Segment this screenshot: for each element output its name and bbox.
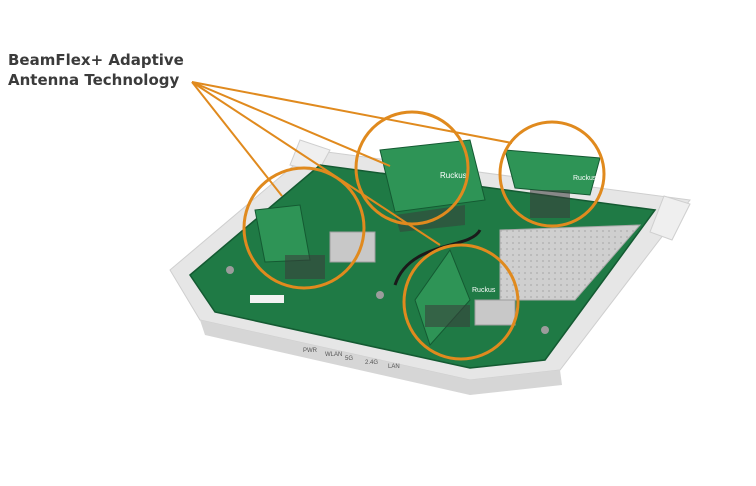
led-label: 2.4G — [365, 360, 378, 366]
leader-line — [191, 81, 283, 197]
leader-line — [191, 81, 513, 144]
rf-shield-chip — [474, 299, 516, 326]
leader-line — [191, 81, 441, 246]
led-label: LAN — [388, 364, 400, 370]
leader-line — [191, 81, 391, 167]
serial-label — [250, 295, 284, 303]
rf-shield-small — [329, 231, 376, 263]
status-led-labels: PWR WLAN 5G 2.4G LAN — [303, 348, 400, 370]
callout-label: BeamFlex+ Adaptive Antenna Technology — [8, 50, 184, 90]
led-label: PWR — [303, 348, 318, 354]
highlight-circle — [402, 243, 520, 361]
callout-line-1: BeamFlex+ Adaptive — [8, 51, 184, 69]
rf-shield-large — [499, 224, 642, 301]
brand-tag: Ruckus — [440, 171, 467, 180]
antenna-fin-right — [504, 149, 601, 196]
antenna-fin-left — [254, 204, 311, 263]
callout-line-2: Antenna Technology — [8, 71, 180, 89]
highlight-circle — [354, 110, 470, 226]
brand-tag: Ruckus — [573, 175, 597, 182]
highlight-circle — [242, 166, 366, 290]
led-label: WLAN — [325, 352, 342, 358]
highlight-circle — [498, 120, 606, 228]
brand-tag: Ruckus — [472, 287, 496, 294]
antenna-highlight-circles — [242, 110, 606, 361]
antenna-elements: Ruckus Ruckus Ruckus — [254, 139, 601, 346]
antenna-fin-top — [379, 139, 486, 213]
led-label: 5G — [345, 356, 353, 362]
